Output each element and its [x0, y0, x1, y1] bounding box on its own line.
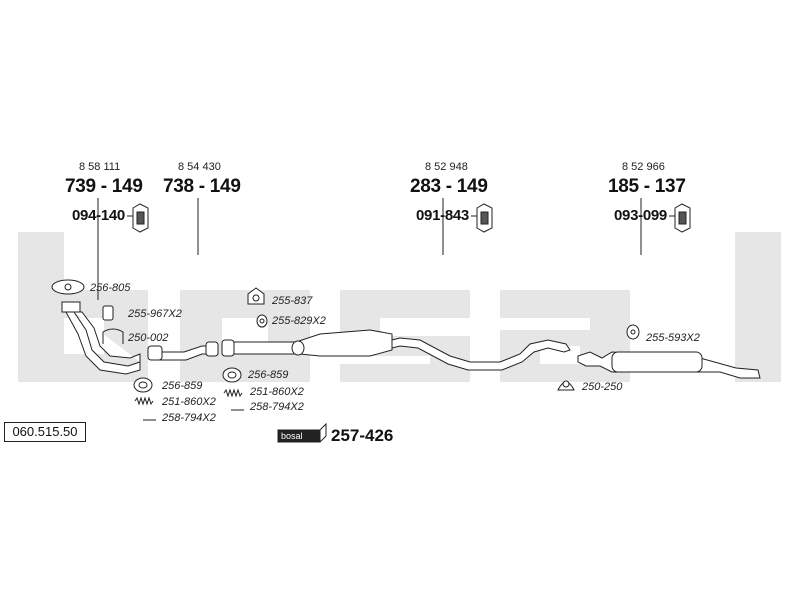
hanger-icon — [247, 287, 265, 305]
part-number: 185 - 137 — [608, 176, 686, 197]
part-label: 256-859 — [248, 369, 289, 381]
bosal-kit-box-icon — [277, 422, 327, 443]
oem-number: 8 54 430 — [178, 161, 221, 173]
kit-logo-text: bosal — [281, 431, 303, 441]
ring-icon — [222, 367, 242, 383]
rubber-mount-icon — [476, 203, 493, 233]
part-label: 256-805 — [90, 282, 131, 294]
ring-icon — [626, 324, 640, 340]
part-number: 738 - 149 — [163, 176, 241, 197]
part-label: 255-593X2 — [646, 332, 700, 344]
part-label: 250-250 — [582, 381, 623, 393]
part-number: 283 - 149 — [410, 176, 488, 197]
part-label: 251-860X2 — [162, 396, 216, 408]
part-label: 258-794X2 — [250, 401, 304, 413]
rubber-mount-icon — [132, 203, 149, 233]
kit-number: 257-426 — [331, 426, 394, 445]
mount-number: 094-140 — [72, 207, 125, 224]
oem-number: 8 52 948 — [425, 161, 468, 173]
u-clamp-icon — [102, 328, 124, 344]
rear-silencer-icon — [577, 351, 761, 379]
oem-number: 8 58 111 — [79, 161, 121, 173]
clamp-icon — [557, 380, 575, 391]
part-label: 251-860X2 — [250, 386, 304, 398]
part-number: 739 - 149 — [65, 176, 143, 197]
oem-number: 8 52 966 — [622, 161, 665, 173]
reference-number: 060.515.50 — [4, 422, 86, 442]
front-pipe-icon — [61, 301, 141, 375]
ring-icon — [256, 314, 268, 328]
part-label: 256-859 — [162, 380, 203, 392]
centre-silencer-icon — [221, 329, 571, 371]
mount-number: 093-099 — [614, 207, 667, 224]
clamp-icon — [102, 305, 114, 321]
ring-icon — [133, 377, 153, 393]
rubber-mount-icon — [674, 203, 691, 233]
mount-number: 091-843 — [416, 207, 469, 224]
part-label: 255-837 — [272, 295, 313, 307]
middle-pipe-icon — [147, 341, 219, 361]
spring-icon — [134, 396, 154, 406]
part-label: 255-829X2 — [272, 315, 326, 327]
part-label: 258-794X2 — [162, 412, 216, 424]
spring-icon — [223, 388, 243, 398]
part-label: 255-967X2 — [128, 308, 182, 320]
gasket-icon — [51, 279, 85, 295]
part-label: 250-002 — [128, 332, 169, 344]
